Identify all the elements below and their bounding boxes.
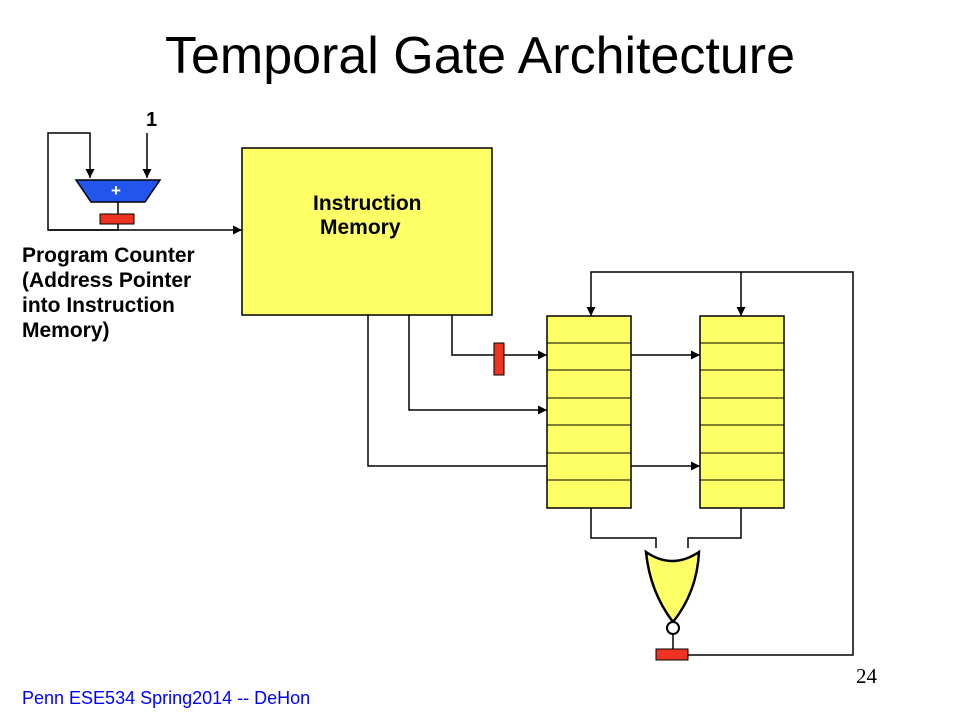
register-file-left bbox=[546, 315, 632, 509]
increment-constant-label: 1 bbox=[146, 109, 157, 131]
adder-plus-label: + bbox=[111, 181, 121, 200]
instruction-memory-label: Instruction Memory bbox=[313, 192, 427, 239]
instruction-memory-line-1: Instruction bbox=[313, 192, 422, 215]
slide-title: Temporal Gate Architecture bbox=[164, 27, 796, 85]
instr-to-read-b-wire bbox=[367, 315, 700, 471]
register-outputs-to-gate-wire bbox=[590, 508, 742, 548]
pc-feedback-wire bbox=[47, 132, 119, 231]
instr-to-read-a-wire bbox=[408, 315, 547, 415]
pc-register bbox=[99, 213, 135, 225]
gate-output-register bbox=[655, 648, 689, 661]
page-number: 24 bbox=[856, 664, 877, 688]
pc-label-line-3: into Instruction bbox=[22, 294, 175, 317]
register-file-right bbox=[699, 315, 785, 509]
instruction-memory bbox=[241, 147, 493, 316]
footer-credit: Penn ESE534 Spring2014 -- DeHon bbox=[22, 688, 311, 708]
pc-label-line-4: Memory) bbox=[22, 319, 110, 342]
pc-label-line-2: (Address Pointer bbox=[22, 269, 191, 292]
program-counter-label: Program Counter (Address Pointer into In… bbox=[22, 244, 201, 342]
nor-gate-bubble bbox=[666, 621, 680, 635]
nor-gate bbox=[644, 549, 701, 625]
instr-to-write-reg-wire bbox=[451, 315, 494, 356]
adder bbox=[74, 179, 162, 203]
pc-label-line-1: Program Counter bbox=[22, 244, 195, 267]
write-address-register bbox=[493, 342, 505, 376]
result-feedback-wire bbox=[586, 271, 854, 656]
instruction-memory-line-2: Memory bbox=[320, 216, 401, 239]
